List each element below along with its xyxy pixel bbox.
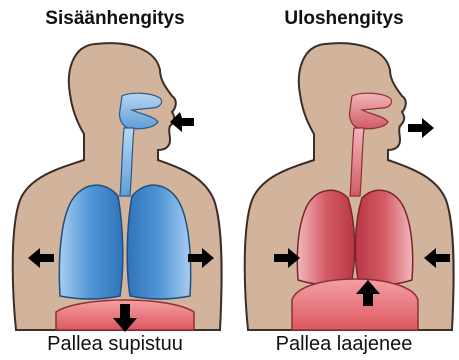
inhalation-caption: Pallea supistuu xyxy=(5,333,225,356)
exhalation-figure xyxy=(245,43,454,330)
inhalation-figure xyxy=(13,43,222,332)
arrow-out-of-nose xyxy=(408,118,434,138)
diaphragm xyxy=(292,279,418,330)
exhalation-caption: Pallea laajenee xyxy=(234,333,454,356)
